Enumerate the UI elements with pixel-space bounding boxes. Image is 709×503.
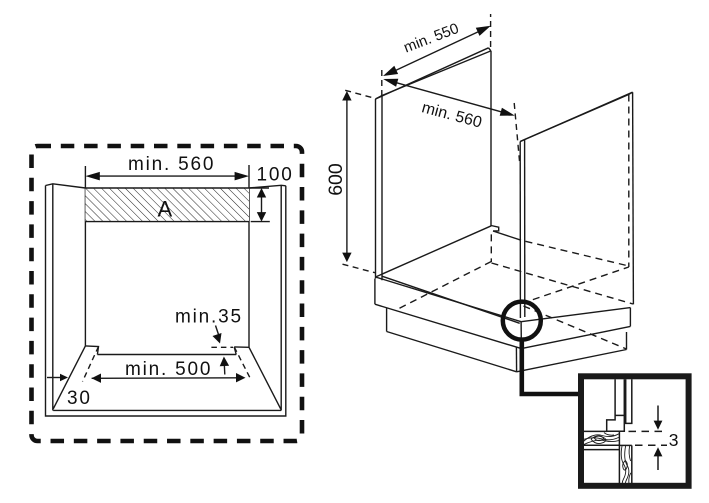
svg-text:A: A: [158, 197, 173, 222]
svg-text:min.35: min.35: [175, 307, 243, 328]
svg-text:min. 560: min. 560: [128, 154, 215, 175]
svg-text:600: 600: [325, 163, 347, 196]
svg-text:min. 500: min. 500: [125, 359, 212, 380]
svg-text:3: 3: [669, 430, 679, 450]
svg-text:100: 100: [257, 165, 294, 186]
svg-text:30: 30: [67, 388, 92, 409]
